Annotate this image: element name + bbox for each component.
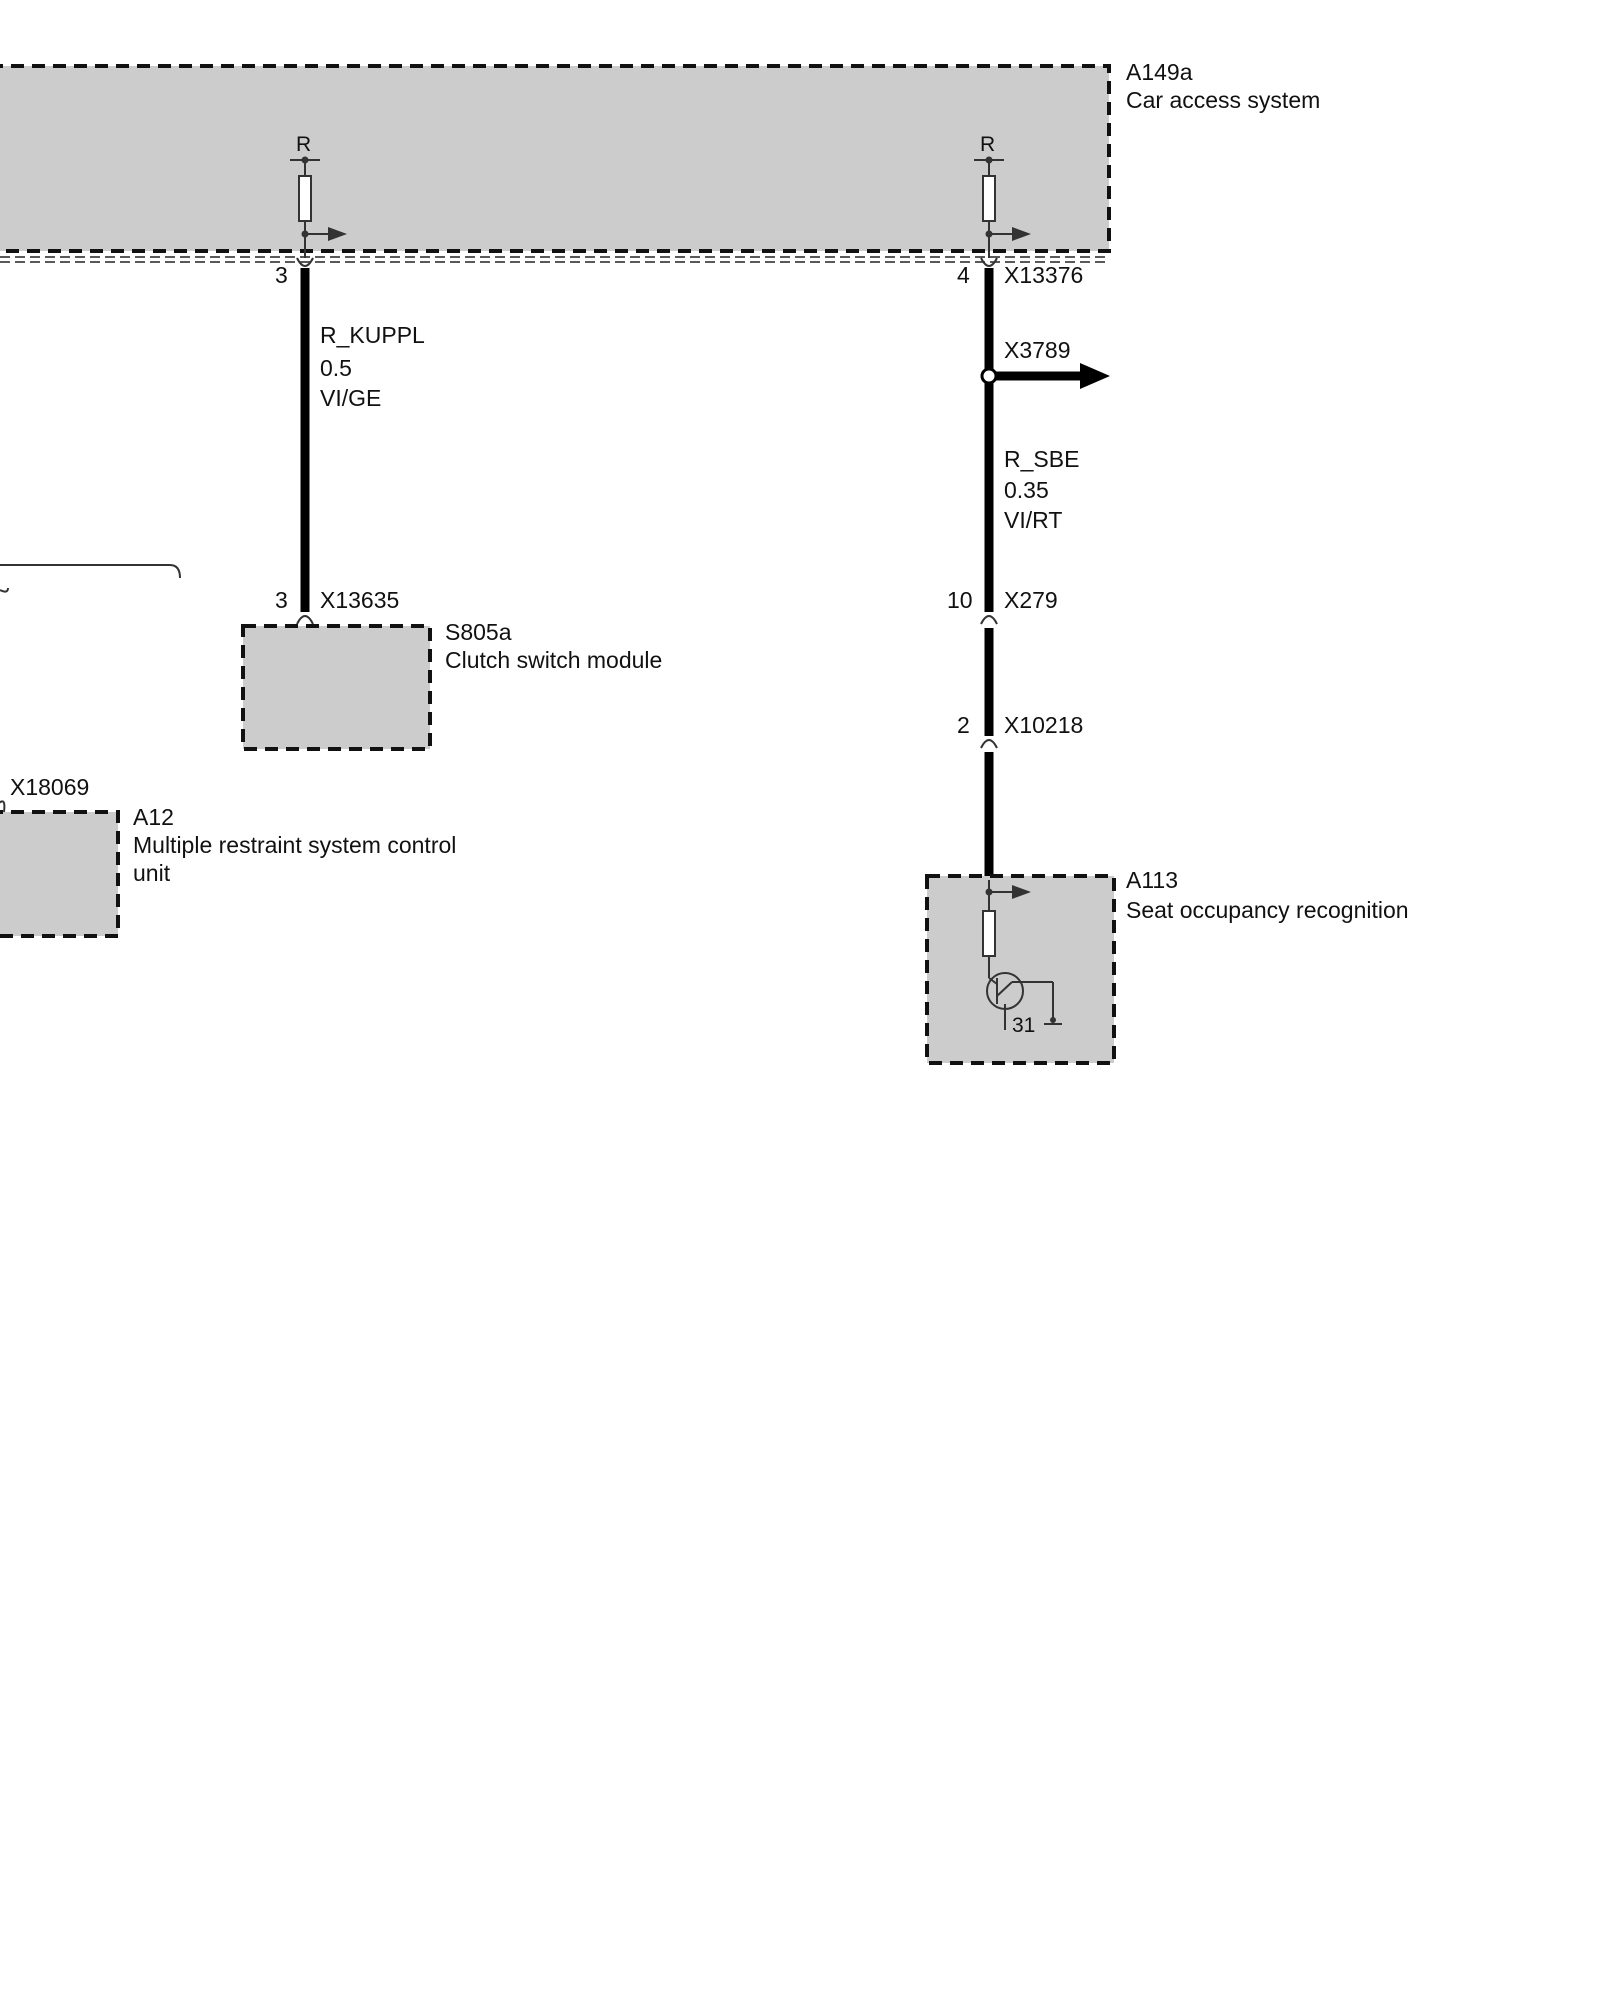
component-a113[interactable] bbox=[925, 874, 1116, 1065]
connector-label-x10218: X10218 bbox=[1004, 712, 1083, 738]
resistor-label-left: R bbox=[296, 133, 311, 156]
component-id-s805a: S805a bbox=[445, 619, 512, 645]
component-s805a[interactable] bbox=[241, 624, 432, 751]
pin-arc-x18069 bbox=[0, 800, 6, 813]
wire-color-r-kuppl: VI/GE bbox=[320, 385, 381, 411]
bracket-line bbox=[0, 564, 181, 579]
wire-signal-r-kuppl: R_KUPPL bbox=[320, 322, 425, 348]
bracket-tail bbox=[0, 587, 9, 593]
splice-x3789 bbox=[980, 367, 998, 385]
pin-arc-x279 bbox=[980, 615, 998, 625]
wire-cross-section-r-kuppl: 0.5 bbox=[320, 355, 352, 381]
connector-label-x13376: X13376 bbox=[1004, 262, 1083, 288]
pin-number-x279: 10 bbox=[947, 587, 973, 613]
pin-arc-a149a-4 bbox=[980, 257, 998, 267]
component-name-s805a: Clutch switch module bbox=[445, 647, 662, 673]
component-name-a12-line2: unit bbox=[133, 860, 171, 886]
transistor-symbol bbox=[982, 880, 1062, 1030]
component-id-a113: A113 bbox=[1126, 867, 1178, 893]
pin-number-a149a-left: 3 bbox=[275, 262, 288, 288]
pin-arc-x13635 bbox=[296, 615, 314, 625]
component-a12[interactable] bbox=[0, 810, 120, 938]
arrow-right-icon bbox=[1080, 363, 1110, 389]
pin-arc-x10218 bbox=[980, 739, 998, 749]
wire-color-r-sbe: VI/RT bbox=[1004, 507, 1062, 533]
component-name-a113: Seat occupancy recognition bbox=[1126, 897, 1409, 923]
connector-label-x279: X279 bbox=[1004, 587, 1058, 613]
component-a149a[interactable] bbox=[0, 64, 1111, 263]
resistor-label-right: R bbox=[980, 133, 995, 156]
wire-signal-r-sbe: R_SBE bbox=[1004, 446, 1079, 472]
component-name-a12-line1: Multiple restraint system control bbox=[133, 832, 456, 858]
component-id-a149a: A149a bbox=[1126, 59, 1193, 85]
connector-label-x18069: X18069 bbox=[10, 774, 89, 800]
resistor-symbol-right: R bbox=[974, 133, 1031, 258]
resistor-symbol-left: R bbox=[290, 133, 347, 258]
ground-label: 31 bbox=[1012, 1014, 1035, 1037]
pin-number-a149a-right: 4 bbox=[957, 262, 970, 288]
component-id-a12: A12 bbox=[133, 804, 174, 830]
pin-arc-a149a-3 bbox=[296, 257, 314, 267]
connector-label-x3789: X3789 bbox=[1004, 337, 1071, 363]
wire-cross-section-r-sbe: 0.35 bbox=[1004, 477, 1049, 503]
connector-label-x13635: X13635 bbox=[320, 587, 399, 613]
component-name-a149a: Car access system bbox=[1126, 87, 1320, 113]
pin-number-x13635: 3 bbox=[275, 587, 288, 613]
pin-number-x10218: 2 bbox=[957, 712, 970, 738]
